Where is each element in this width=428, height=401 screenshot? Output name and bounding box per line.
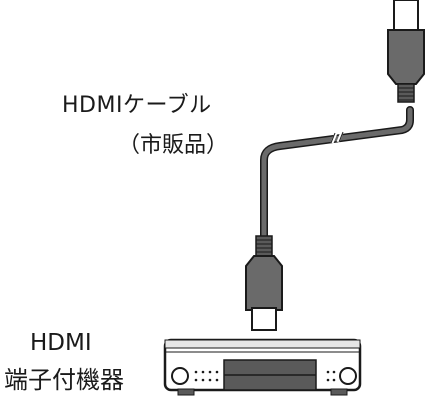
cable-break-mark	[330, 131, 344, 144]
device-label: 端子付機器	[4, 366, 124, 394]
cable-label: HDMIケーブル	[62, 93, 212, 118]
device-indicator-dots-left	[194, 370, 219, 382]
cable-note: （市販品）	[118, 133, 229, 158]
device-knob-right	[339, 367, 357, 385]
device-knob-left	[171, 367, 189, 385]
device-label-title: HDMI	[30, 330, 92, 356]
hdmi-plug-top	[387, 0, 425, 103]
device-indicator-dots-right	[326, 370, 336, 382]
hdmi-device	[163, 338, 362, 396]
hdmi-plug-bottom	[245, 235, 283, 331]
